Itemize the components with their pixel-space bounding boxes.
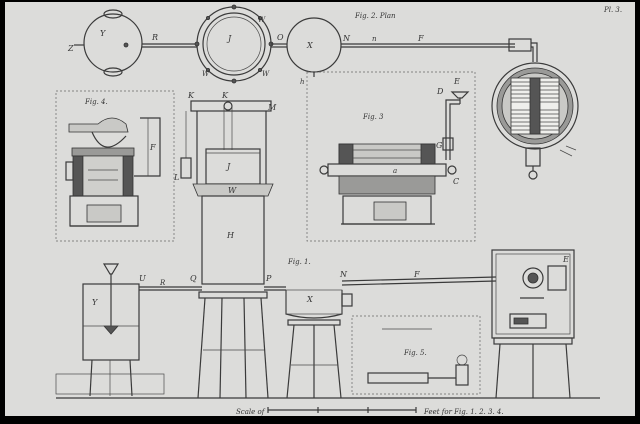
fig1-label-l: L [173,173,179,182]
fig3-caption: Fig. 3 [362,113,384,121]
fig3-label-c: C [453,177,459,186]
plate-number: Pl. 3. [603,6,622,14]
fig1-label-r: R [159,279,166,287]
fig1-label-m: M [267,103,277,112]
fig1-label-h: H [226,231,235,240]
fig1-label-x: X [306,295,313,304]
fig4-section: Fig. 4. F [55,90,175,242]
fig3-label-a: a [393,167,397,175]
fig2-label-f: F [417,34,424,43]
fig3-label-e: E [453,77,460,86]
fig2-label-n-small: n [372,35,377,43]
fig1-elevation: Fig. 1. K K M L J W H [55,91,600,399]
fig4-label-f: F [149,143,156,152]
fig2-label-o: O [277,33,284,42]
fig2-caption: Fig. 2. Plan [354,12,396,20]
fig1-label-j: J [225,162,231,171]
fig2-label-w3: W [262,70,270,78]
fig1-label-f: F [413,270,420,279]
fig3-section: Fig. 3 a D E G C [306,71,476,242]
fig1-label-w: W [228,186,237,195]
fig1-label-q: Q [190,274,197,283]
fig2-plan: Fig. 2. Plan Y Z R [67,4,579,180]
fig1-label-k1: K [187,91,195,100]
fig2-label-h: h [300,78,305,86]
fig1-caption: Fig. 1. [287,258,311,266]
fig1-label-y: Y [92,298,98,307]
scale-caption-left: Scale of [236,408,266,416]
fig2-vessel-y [74,9,143,77]
fig2-vessel-j [194,4,274,84]
fig1-label-k2: K [221,91,229,100]
fig2-vessel-x [286,17,342,77]
fig1-label-u: U [139,274,146,283]
scale-caption-right: Feet for Fig. 1. 2. 3. 4. [423,408,504,416]
fig3-label-d: D [436,87,444,96]
fig1-label-p: P [265,274,272,283]
fig2-label-n: N [342,34,351,43]
fig2-label-j: J [226,34,232,43]
fig2-label-w2: W [202,70,210,78]
fig2-label-w1: W [258,16,266,24]
fig2-label-x: X [306,41,313,50]
scale-bar: Scale of Feet for Fig. 1. 2. 3. 4. [236,407,504,416]
fig2-furnace-plan [491,62,579,180]
fig3-label-g: G [436,141,443,150]
fig1-label-e: E [562,255,569,264]
fig2-label-r: R [151,33,158,42]
fig2-label-z: Z [67,44,74,53]
fig1-label-n: N [339,270,348,279]
fig5-caption: Fig. 5. [403,349,427,357]
fig4-caption: Fig. 4. [84,98,108,106]
fig2-label-y: Y [100,29,106,38]
